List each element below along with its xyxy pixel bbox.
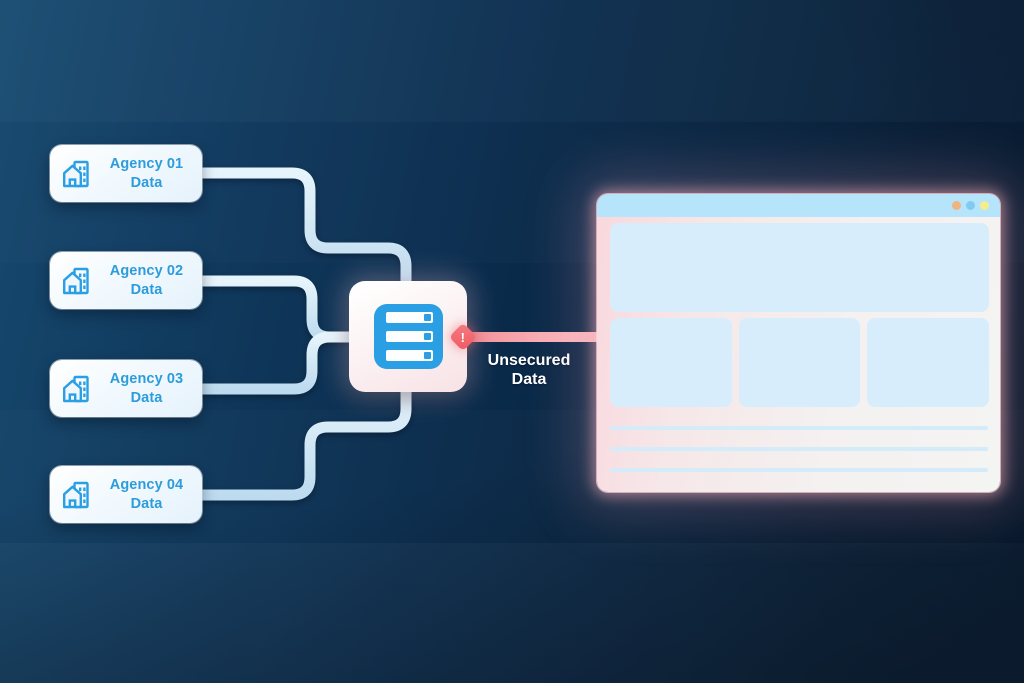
unsecured-label-line2: Data [511, 371, 547, 388]
window-dot-orange [952, 201, 961, 210]
agency-02-name: Agency 02 [109, 262, 184, 279]
agency-04-node: Agency 04 Data [50, 466, 202, 523]
browser-window [597, 194, 1000, 492]
agency-03-node: Agency 03 Data [50, 360, 202, 417]
agency-02-sub: Data [130, 281, 163, 298]
connector-agency-02 [198, 275, 352, 343]
agency-02-node: Agency 02 Data [50, 252, 202, 309]
agency-04-label: Agency 04 Data [99, 476, 202, 514]
agency-building-icon [63, 375, 89, 402]
agency-03-name: Agency 03 [109, 370, 184, 387]
browser-hero-placeholder [610, 223, 989, 312]
unsecured-label-line1: Unsecured [487, 352, 571, 369]
agency-building-icon [63, 160, 89, 187]
unsecured-data-line [462, 332, 602, 342]
browser-titlebar [597, 194, 1000, 217]
agency-04-sub: Data [130, 495, 163, 512]
server-stack-icon [373, 304, 443, 369]
agency-03-label: Agency 03 Data [99, 370, 202, 408]
agency-building-icon [63, 481, 89, 508]
window-dot-yellow [980, 201, 989, 210]
agency-01-node: Agency 01 Data [50, 145, 202, 202]
browser-card-placeholder [867, 318, 990, 407]
connector-agency-01 [198, 167, 412, 284]
browser-text-line-placeholder [610, 447, 988, 451]
agency-01-sub: Data [130, 174, 163, 191]
agency-02-label: Agency 02 Data [99, 262, 202, 300]
browser-card-row [610, 318, 990, 407]
browser-card-placeholder [610, 318, 732, 407]
agency-04-name: Agency 04 [109, 476, 184, 493]
agency-building-icon [63, 267, 89, 294]
agency-01-name: Agency 01 [109, 155, 184, 172]
browser-text-line-placeholder [610, 426, 988, 430]
server-node [349, 281, 467, 392]
agency-01-label: Agency 01 Data [99, 155, 202, 193]
agency-03-sub: Data [130, 389, 163, 406]
window-dot-blue [966, 201, 975, 210]
browser-card-placeholder [738, 318, 861, 407]
connector-agency-04 [198, 390, 412, 501]
browser-text-line-placeholder [610, 468, 988, 472]
connector-agency-03 [198, 331, 352, 395]
warning-exclamation: ! [460, 329, 466, 345]
